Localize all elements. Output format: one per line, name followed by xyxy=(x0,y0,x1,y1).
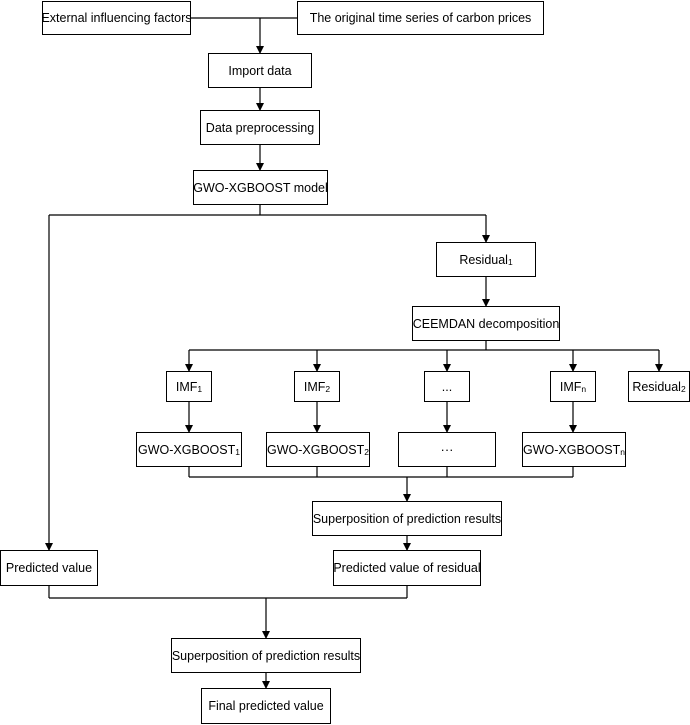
data-preprocessing-box: Data preprocessing xyxy=(200,110,320,145)
gwo-xgboostn-label: GWO-XGBOOSTn xyxy=(523,442,625,457)
predicted-residual-box: Predicted value of residual xyxy=(333,550,481,586)
residual2-label: Residual2 xyxy=(632,379,686,394)
superposition-final-box: Superposition of prediction results xyxy=(171,638,361,673)
superposition-final-label: Superposition of prediction results xyxy=(171,648,361,663)
residual2-box: Residual2 xyxy=(628,371,690,402)
import-data-label: Import data xyxy=(228,63,292,78)
gwo-xgboost1-box: GWO-XGBOOST1 xyxy=(136,432,242,467)
superposition-residual-label: Superposition of prediction results xyxy=(312,511,502,526)
gwo-xgboost1-label: GWO-XGBOOST1 xyxy=(138,442,240,457)
imf2-label: IMF2 xyxy=(303,379,331,394)
predicted-residual-label: Predicted value of residual xyxy=(333,561,481,575)
imf-ellipsis-label: ... xyxy=(441,379,453,394)
original-series-label: The original time series of carbon price… xyxy=(309,11,532,25)
gwo-xgboost-model-label: GWO-XGBOOST model xyxy=(193,180,328,195)
imf-ellipsis-box: ... xyxy=(424,371,470,402)
imfn-box: IMFn xyxy=(550,371,596,402)
external-factors-box: External influencing factors xyxy=(41,1,192,35)
residual1-label: Residual1 xyxy=(459,252,513,267)
final-predicted-value-label: Final predicted value xyxy=(208,699,324,713)
predicted-value-box: Predicted value xyxy=(0,550,98,586)
residual1-box: Residual1 xyxy=(436,242,536,277)
predicted-value-label: Predicted value xyxy=(5,561,93,575)
imf1-label: IMF1 xyxy=(175,379,203,394)
ceemdan-label: CEEMDAN decomposition xyxy=(412,316,560,331)
gwo-xgboost-model-box: GWO-XGBOOST model xyxy=(193,170,328,205)
original-series-box: The original time series of carbon price… xyxy=(297,1,544,35)
imf2-box: IMF2 xyxy=(294,371,340,402)
imfn-label: IMFn xyxy=(559,379,587,394)
gwo-xgboost-ellipsis-label: ··· xyxy=(440,442,454,457)
import-data-box: Import data xyxy=(208,53,312,88)
ceemdan-box: CEEMDAN decomposition xyxy=(412,306,560,341)
superposition-residual-box: Superposition of prediction results xyxy=(312,501,502,536)
imf1-box: IMF1 xyxy=(166,371,212,402)
external-factors-label: External influencing factors xyxy=(41,11,192,25)
data-preprocessing-label: Data preprocessing xyxy=(205,120,315,135)
gwo-xgboostn-box: GWO-XGBOOSTn xyxy=(522,432,626,467)
gwo-xgboost-ellipsis-box: ··· xyxy=(398,432,496,467)
gwo-xgboost2-box: GWO-XGBOOST2 xyxy=(266,432,370,467)
final-predicted-value-box: Final predicted value xyxy=(201,688,331,724)
gwo-xgboost2-label: GWO-XGBOOST2 xyxy=(267,442,369,457)
